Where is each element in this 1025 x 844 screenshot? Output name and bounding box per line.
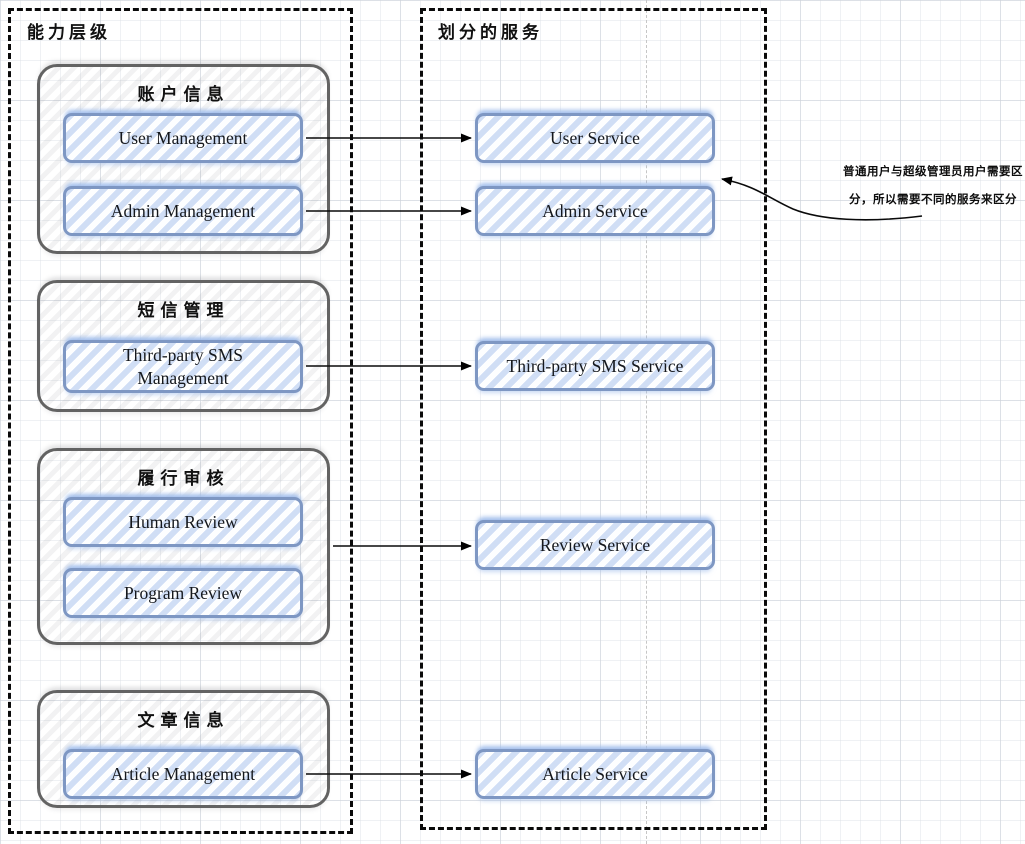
node-user-management-label: User Management	[118, 127, 248, 148]
page-guide-line	[646, 0, 647, 844]
node-admin-service: Admin Service	[475, 186, 715, 236]
annotation-note: 普通用户与超级管理员用户需要区 分，所以需要不同的服务来区分	[840, 157, 1025, 213]
node-third-party-sms-management: Third-party SMS Management	[63, 340, 303, 393]
node-third-party-sms-service: Third-party SMS Service	[475, 341, 715, 391]
node-article-management-label: Article Management	[110, 763, 256, 784]
capability-panel-title: 能力层级	[27, 23, 111, 43]
services-panel-title: 划分的服务	[438, 23, 543, 43]
node-user-service-label: User Service	[550, 127, 640, 148]
group-article-info-title: 文章信息	[137, 711, 230, 731]
group-review-title: 履行审核	[137, 469, 230, 489]
annotation-line-2: 分，所以需要不同的服务来区分	[849, 192, 1017, 206]
node-third-party-sms-service-label: Third-party SMS Service	[506, 355, 684, 376]
node-third-party-sms-management-label: Third-party SMS Management	[122, 344, 244, 388]
node-admin-management: Admin Management	[63, 186, 303, 236]
node-article-service-label: Article Service	[542, 763, 648, 784]
annotation-line-1: 普通用户与超级管理员用户需要区	[843, 164, 1023, 178]
services-panel	[420, 8, 767, 830]
node-human-review-label: Human Review	[128, 511, 238, 532]
node-user-service: User Service	[475, 113, 715, 163]
node-review-service-label: Review Service	[539, 534, 651, 555]
node-program-review: Program Review	[63, 568, 303, 618]
capability-panel	[8, 8, 353, 834]
node-article-service: Article Service	[475, 749, 715, 799]
node-program-review-label: Program Review	[123, 582, 243, 603]
node-user-management: User Management	[63, 113, 303, 163]
node-admin-service-label: Admin Service	[542, 200, 648, 221]
node-article-management: Article Management	[63, 749, 303, 799]
group-account-info-title: 账户信息	[137, 85, 230, 105]
group-sms-management-title: 短信管理	[137, 301, 230, 321]
node-human-review: Human Review	[63, 497, 303, 547]
node-admin-management-label: Admin Management	[110, 200, 256, 221]
node-review-service: Review Service	[475, 520, 715, 570]
